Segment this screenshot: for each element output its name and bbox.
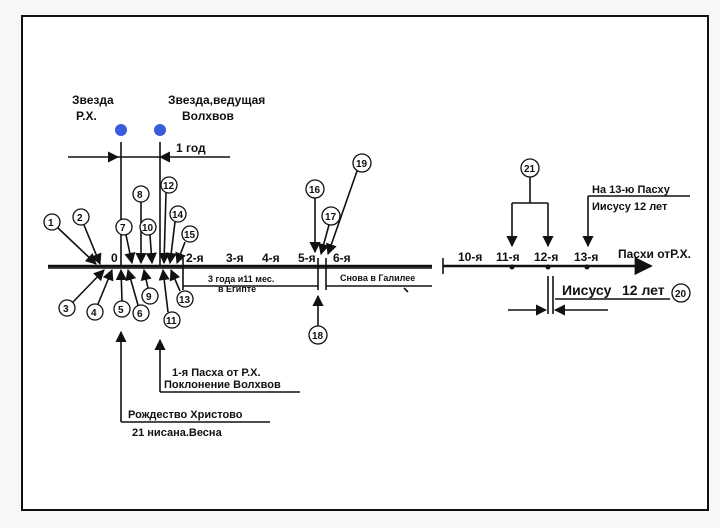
svg-text:19: 19 — [356, 159, 368, 170]
pascha-10-label: 10-я — [458, 250, 482, 264]
one-year-label: 1 год — [176, 141, 206, 155]
pascha-3-label: 3-я — [226, 251, 244, 265]
svg-text:21: 21 — [524, 164, 536, 175]
svg-text:17: 17 — [325, 212, 337, 223]
svg-text:10: 10 — [142, 223, 154, 234]
jesus-12-years: 12 лет — [622, 282, 665, 298]
marker-19 — [352, 153, 372, 173]
marker-7 — [115, 218, 133, 236]
svg-text:5: 5 — [118, 305, 124, 316]
pascha-4-label: 4-я — [262, 251, 280, 265]
svg-text:6: 6 — [137, 309, 143, 320]
marker-2 — [72, 208, 90, 226]
diagram-frame — [21, 15, 709, 511]
star-magi-label-2: Волхвов — [182, 109, 234, 123]
svg-text:3: 3 — [63, 304, 69, 315]
svg-text:20: 20 — [675, 289, 687, 300]
svg-text:1: 1 — [48, 218, 54, 229]
svg-text:12: 12 — [163, 181, 175, 192]
svg-text:18: 18 — [312, 331, 324, 342]
star-magi-label: Звезда,ведущая — [168, 93, 265, 107]
jesus-12-label: Иисусу — [562, 282, 612, 298]
marker-12 — [160, 176, 178, 194]
galilee-label: Снова в Галилее — [340, 273, 415, 283]
pascha-13-note: На 13-ю Пасху — [592, 184, 671, 196]
svg-text:7: 7 — [120, 223, 126, 234]
svg-text:11: 11 — [166, 316, 177, 327]
nativity-label: Рождество Христово — [128, 409, 243, 421]
pascha-axis-label: Пасхи отР.Х. — [618, 247, 691, 261]
svg-text:2: 2 — [77, 213, 83, 224]
svg-text:4: 4 — [91, 308, 97, 319]
svg-text:14: 14 — [172, 210, 184, 221]
star-rx-label-2: Р.Х. — [76, 109, 97, 123]
marker-10 — [139, 218, 157, 236]
star-magi-dot — [154, 124, 166, 136]
pascha-2-label: 2-я — [186, 251, 204, 265]
marker-13 — [176, 290, 194, 308]
egypt-label-2: в Египте — [218, 284, 256, 294]
star-rx-dot — [115, 124, 127, 136]
marker-3 — [58, 299, 76, 317]
zero-label: 0 — [111, 251, 118, 265]
pascha-6-label: 6-я — [333, 251, 351, 265]
svg-text:9: 9 — [146, 292, 152, 303]
nativity-date-label: 21 нисана.Весна — [132, 427, 223, 439]
pascha-11-label: 11-я — [496, 250, 520, 264]
marker-1 — [43, 213, 61, 231]
svg-text:8: 8 — [137, 190, 143, 201]
star-rx-label: Звезда — [72, 93, 114, 107]
marker-6 — [132, 304, 150, 322]
svg-text:16: 16 — [309, 185, 321, 196]
svg-text:15: 15 — [184, 230, 196, 241]
first-pascha-label: 1-я Пасха от Р.Х. — [172, 367, 261, 379]
marker-20 — [671, 283, 691, 303]
pascha-13-label: 13-я — [574, 250, 598, 264]
magi-worship-label: Поклонение Волхвов — [164, 379, 281, 391]
marker-15 — [181, 225, 199, 243]
egypt-label: 3 года и11 мес. — [208, 274, 274, 284]
svg-text:13: 13 — [179, 295, 191, 306]
marker-4 — [86, 303, 104, 321]
marker-14 — [169, 205, 187, 223]
marker-11 — [163, 311, 181, 329]
pascha-12-label: 12-я — [534, 250, 558, 264]
pascha-5-label: 5-я — [298, 251, 316, 265]
marker-9 — [141, 287, 159, 305]
jesus-12-note: Иисусу 12 лет — [592, 201, 668, 213]
marker-17 — [321, 206, 341, 226]
